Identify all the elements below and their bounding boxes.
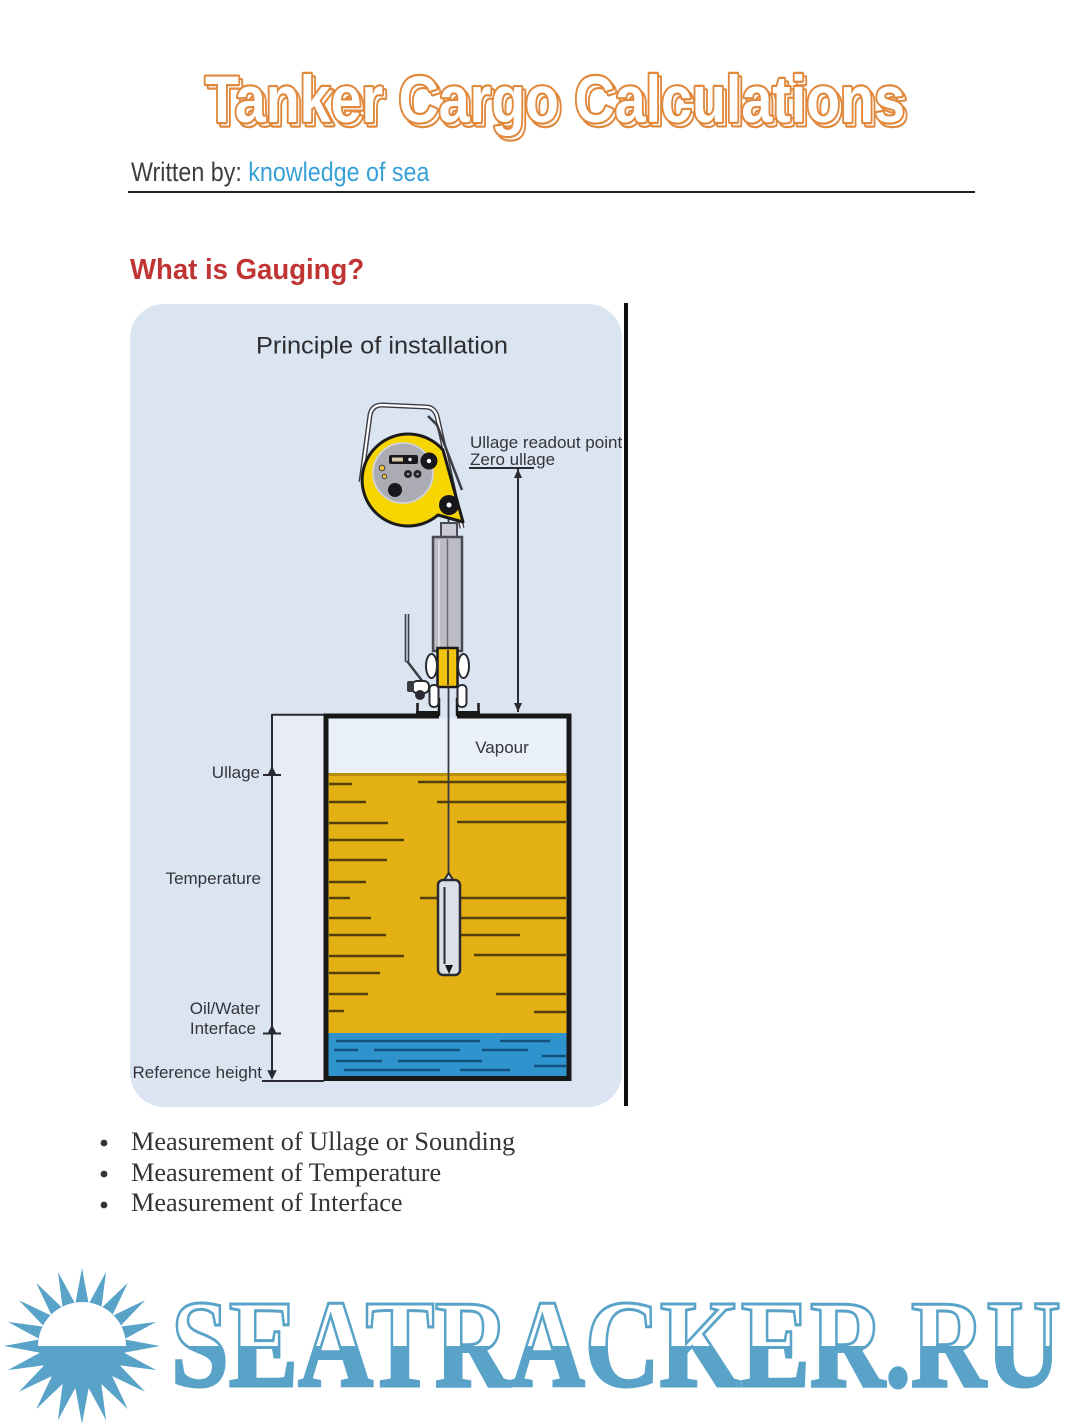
svg-text:Temperature: Temperature xyxy=(166,869,261,888)
svg-text:Ullage readout point: Ullage readout point xyxy=(470,433,622,452)
svg-text:SEATRACKER.RU: SEATRACKER.RU xyxy=(171,1276,1061,1414)
svg-text:Tanker Cargo Calculations: Tanker Cargo Calculations xyxy=(208,66,908,140)
svg-text:Zero ullage: Zero ullage xyxy=(470,450,555,469)
svg-text:Interface: Interface xyxy=(190,1019,256,1038)
svg-text:Tanker Cargo Calculations: Tanker Cargo Calculations xyxy=(205,62,905,136)
svg-text:Reference height: Reference height xyxy=(133,1063,263,1082)
svg-text:Principle of installation: Principle of installation xyxy=(256,333,508,360)
svg-text:Oil/Water: Oil/Water xyxy=(190,999,261,1018)
svg-text:Vapour: Vapour xyxy=(475,738,529,757)
svg-text:Ullage: Ullage xyxy=(212,763,260,782)
